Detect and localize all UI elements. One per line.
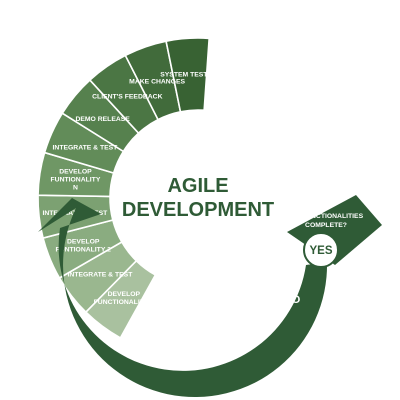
yes-label: YES [309, 245, 332, 257]
cycle-segment-10 [165, 37, 211, 113]
page-title-line1: AGILE [167, 175, 228, 197]
cycle-segment-label-6: INTEGRATE & TEST [53, 144, 119, 151]
decision-label: ALL FUNCTIONALITIES COMPLETE? [287, 213, 365, 229]
no-label: NO [284, 294, 301, 306]
cycle-segment-label-8: CLIENT'S FEEDBACK [92, 94, 162, 101]
yes-circle [303, 232, 339, 268]
cycle-segment-label-9: MAKE CHANGES [129, 78, 185, 85]
next-iteration-label: NEXT ITERATION [144, 314, 248, 340]
cycle-segment-label-10: SYSTEM TESTING [160, 72, 219, 79]
page-title-line2: DEVELOPMENT [122, 199, 274, 221]
cycle-segment-label-2: INTEGRATE & TEST [68, 271, 134, 278]
cycle-segment-label-7: DEMO RELEASE [75, 116, 130, 123]
